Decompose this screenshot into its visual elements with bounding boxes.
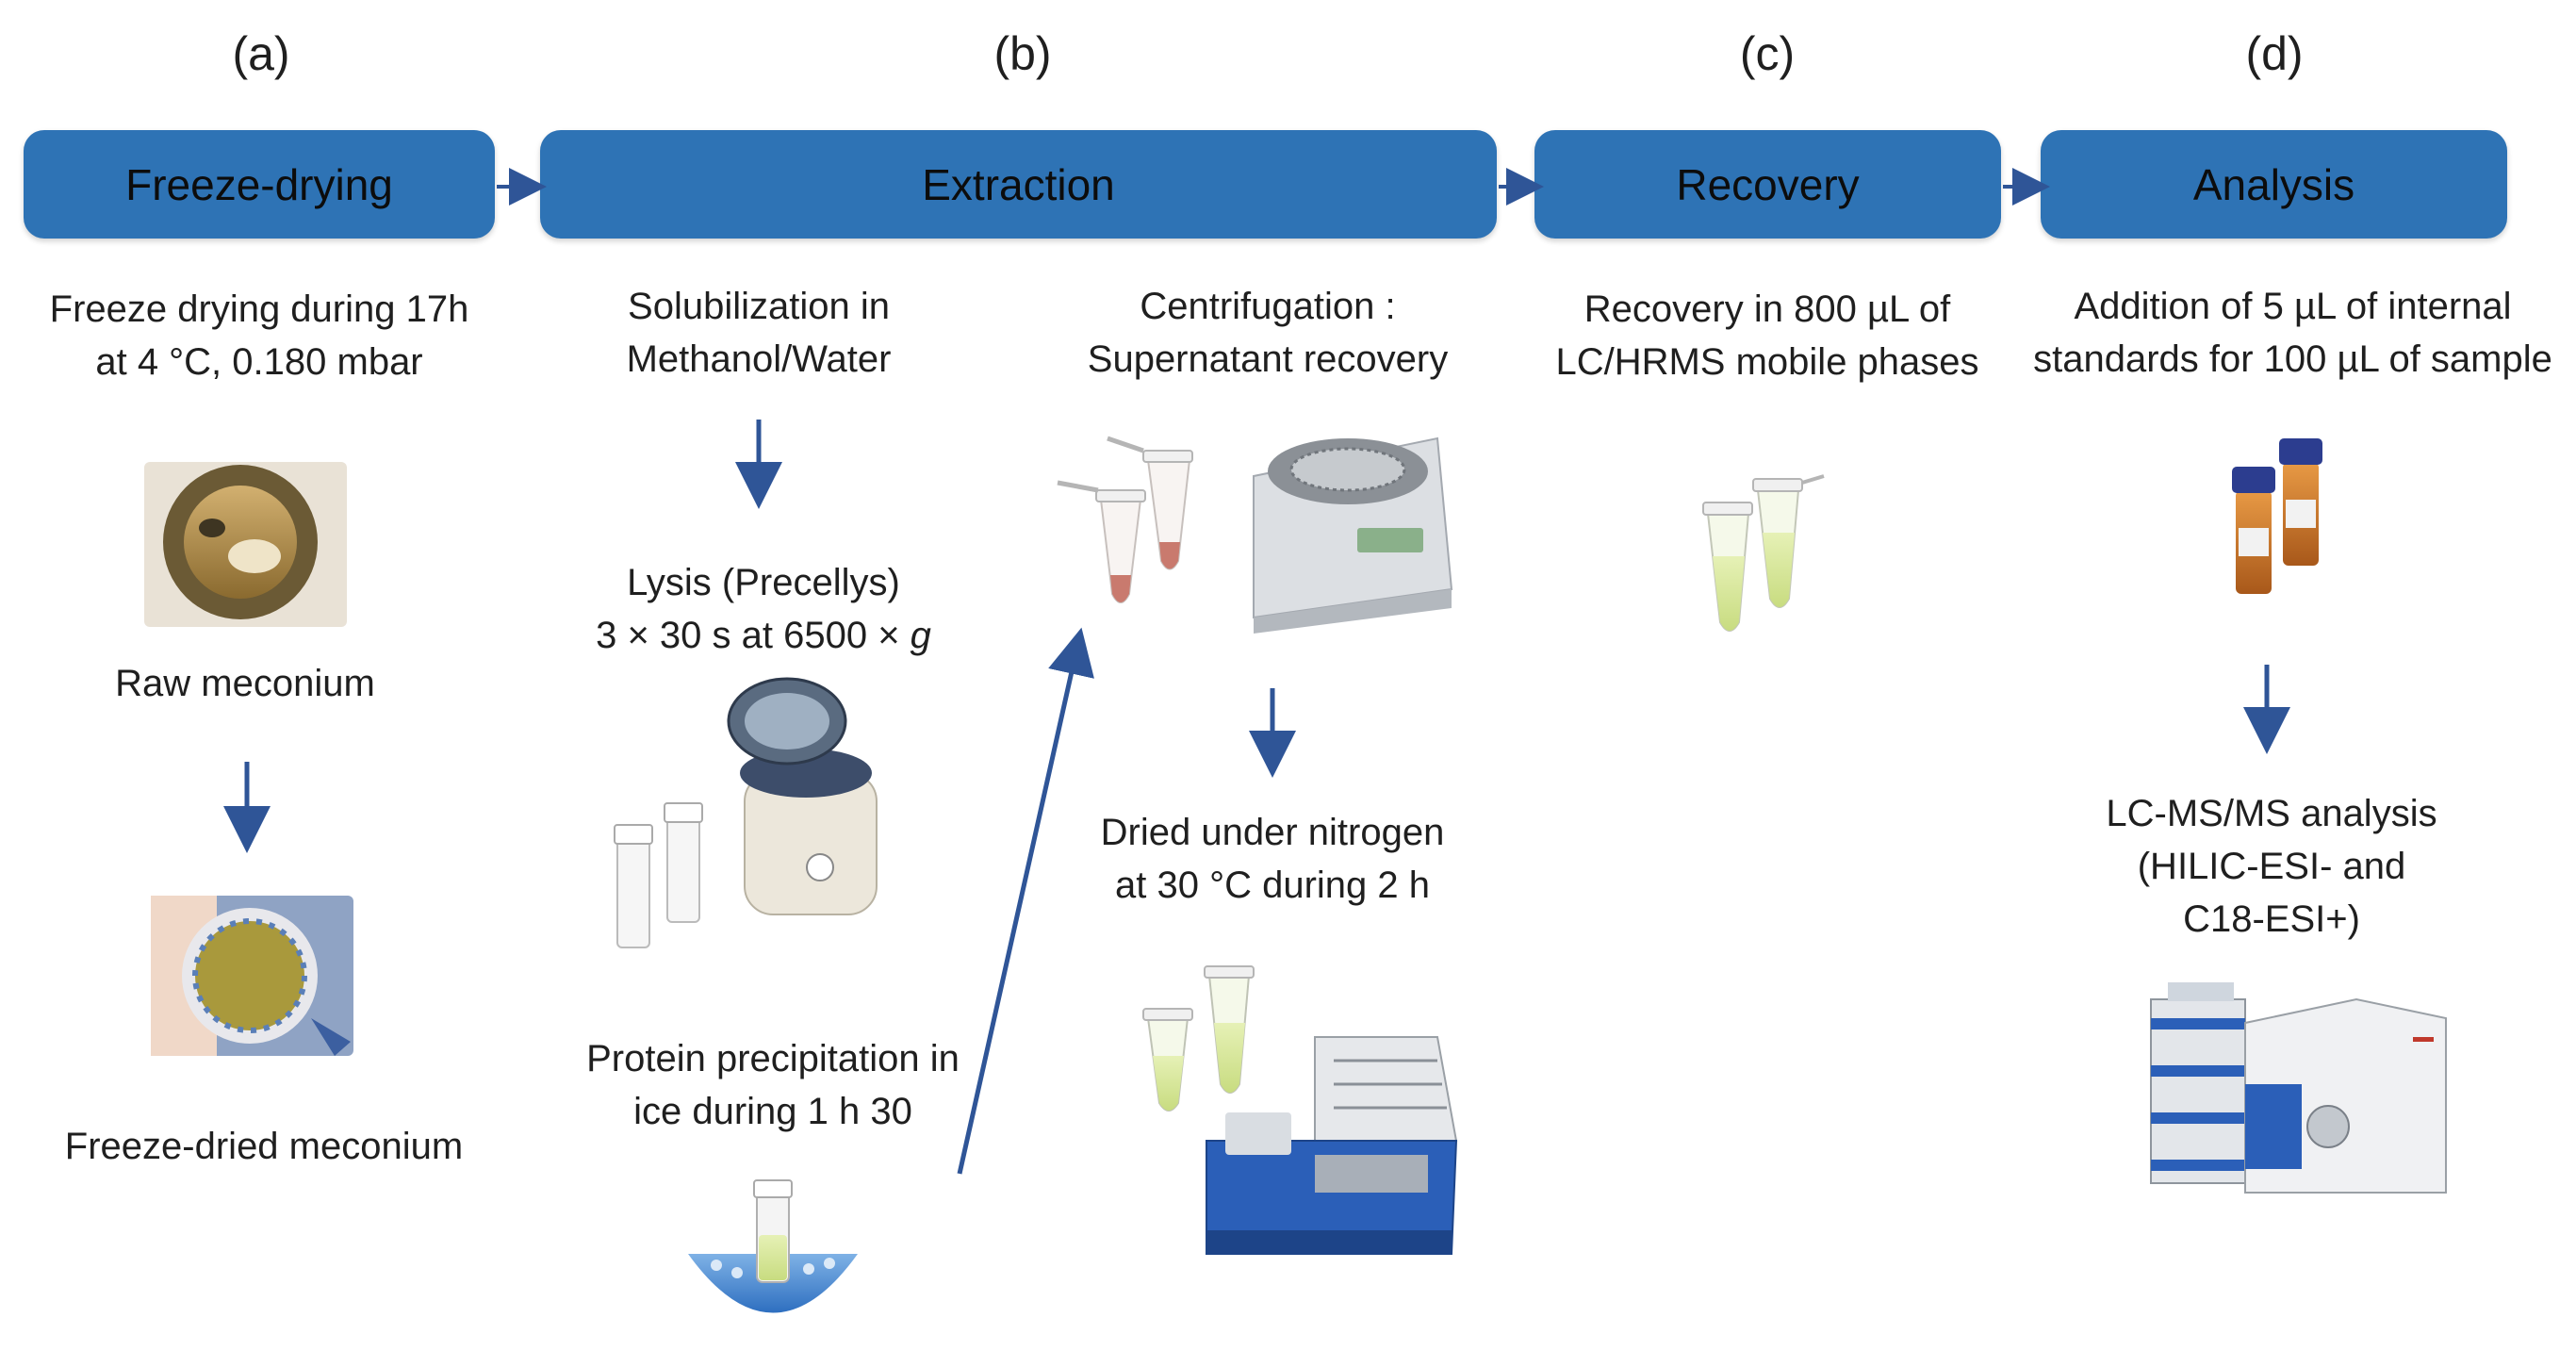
step-label-a: (a) bbox=[232, 27, 290, 80]
protein-line2: ice during 1 h 30 bbox=[633, 1091, 912, 1132]
centrifuge-tubes-image bbox=[1057, 436, 1193, 603]
stage-extraction: Extraction bbox=[540, 130, 1497, 239]
step-label-b: (b) bbox=[993, 27, 1052, 80]
recovery-tubes-image bbox=[1702, 474, 1825, 632]
centrifugation-description: Centrifugation : Supernatant recovery bbox=[1051, 280, 1485, 386]
lysis-line2: 3 × 30 s at 6500 × g bbox=[556, 609, 971, 662]
ice-bath-image bbox=[688, 1179, 858, 1313]
recovery-line1: Recovery in 800 µL of bbox=[1583, 288, 1951, 330]
stage-freeze-drying-label: Freeze-drying bbox=[125, 159, 393, 209]
solubilization-line2: Methanol/Water bbox=[626, 338, 892, 380]
freeze-dried-meconium-image bbox=[151, 896, 353, 1056]
internal-standards-description: Addition of 5 µL of internal standards f… bbox=[2017, 280, 2568, 386]
lcms-description: LC-MS/MS analysis (HILIC-ESI- and C18-ES… bbox=[2074, 787, 2469, 946]
stage-recovery: Recovery bbox=[1534, 130, 2001, 239]
lcms-line1: LC-MS/MS analysis bbox=[2106, 793, 2437, 834]
lysis-description: Lysis (Precellys) 3 × 30 s at 6500 × g bbox=[556, 556, 971, 662]
drying-description: Dried under nitrogen at 30 °C during 2 h bbox=[1056, 806, 1489, 912]
freeze-drying-description: Freeze drying during 17h at 4 °C, 0.180 … bbox=[5, 283, 514, 388]
centrifugation-line1: Centrifugation : bbox=[1140, 286, 1396, 327]
freeze-drying-desc-line2: at 4 °C, 0.180 mbar bbox=[95, 341, 423, 383]
precellys-lysis-image bbox=[614, 677, 878, 948]
lcms-line3: C18-ESI+) bbox=[2183, 898, 2360, 940]
step-label-d: (d) bbox=[2245, 27, 2304, 80]
stage-freeze-drying: Freeze-drying bbox=[24, 130, 495, 239]
arrow-precipitation-to-centrifugation bbox=[957, 627, 1094, 1175]
freeze-drying-desc-line1: Freeze drying during 17h bbox=[49, 288, 469, 330]
lcms-line2: (HILIC-ESI- and bbox=[2137, 846, 2406, 887]
lysis-line2-text: 3 × 30 s at 6500 × bbox=[596, 615, 911, 656]
stage-analysis: Analysis bbox=[2041, 130, 2507, 239]
internal-standards-line2: standards for 100 µL of sample bbox=[2033, 338, 2552, 380]
raw-meconium-label: Raw meconium bbox=[115, 663, 375, 704]
lcms-instrument-image bbox=[2150, 982, 2447, 1194]
freeze-dried-meconium-label: Freeze-dried meconium bbox=[64, 1126, 464, 1167]
recovery-line2: LC/HRMS mobile phases bbox=[1555, 341, 1979, 383]
protein-line1: Protein precipitation in bbox=[586, 1038, 960, 1079]
solubilization-line1: Solubilization in bbox=[628, 286, 890, 327]
solubilization-description: Solubilization in Methanol/Water bbox=[551, 280, 966, 386]
internal-standards-line1: Addition of 5 µL of internal bbox=[2074, 286, 2512, 327]
stage-recovery-label: Recovery bbox=[1676, 159, 1860, 209]
step-label-c: (c) bbox=[1739, 27, 1796, 80]
centrifuge-image bbox=[1253, 436, 1453, 634]
lysis-line1: Lysis (Precellys) bbox=[627, 562, 900, 603]
drying-line2: at 30 °C during 2 h bbox=[1115, 865, 1430, 906]
nitrogen-evaporator-image bbox=[1142, 965, 1458, 1255]
stage-extraction-label: Extraction bbox=[922, 159, 1115, 209]
centrifugation-line2: Supernatant recovery bbox=[1087, 338, 1449, 380]
amber-vials-image bbox=[2232, 438, 2322, 594]
raw-meconium-image bbox=[144, 462, 347, 627]
lysis-g-symbol: g bbox=[910, 615, 931, 656]
drying-line1: Dried under nitrogen bbox=[1100, 812, 1445, 853]
protein-precipitation-description: Protein precipitation in ice during 1 h … bbox=[556, 1032, 990, 1138]
stage-analysis-label: Analysis bbox=[2192, 159, 2355, 209]
recovery-description: Recovery in 800 µL of LC/HRMS mobile pha… bbox=[1532, 283, 2003, 388]
